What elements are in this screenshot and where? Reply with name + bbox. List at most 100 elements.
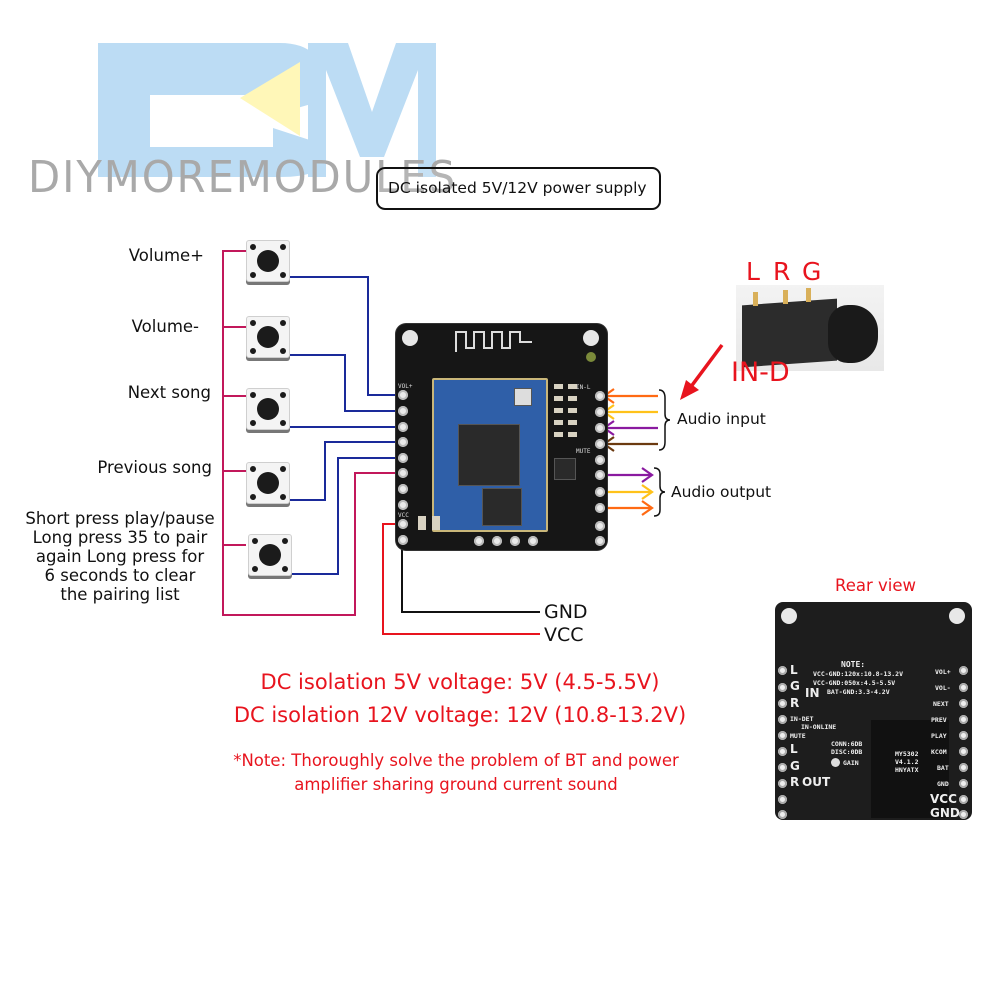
rear-pin	[778, 795, 787, 804]
label-play-pause: Short press play/pause Long press 35 to …	[22, 509, 218, 604]
jack-pin-r	[783, 290, 788, 304]
rear-label: GND	[937, 780, 949, 788]
rear-label: KCOM	[931, 748, 947, 756]
play-pause-line: again Long press for	[35, 547, 205, 566]
rear-model-line: MY5302	[895, 750, 919, 758]
smd-part	[432, 516, 440, 530]
rear-pin	[959, 779, 968, 788]
spec-12v: DC isolation 12V voltage: 12V (10.8-13.2…	[233, 703, 687, 727]
mounting-hole	[949, 608, 965, 624]
switch-leg	[250, 494, 256, 500]
pin-vcc	[398, 519, 408, 529]
gnd-label: GND	[544, 601, 588, 623]
play-pause-line: the pairing list	[60, 585, 180, 604]
rear-label: IN-ONLINE	[801, 723, 837, 731]
bottom-pad	[595, 536, 605, 546]
tact-switch-play-pause[interactable]	[248, 534, 292, 576]
rear-label: L	[790, 742, 798, 756]
pin-label: VOL+	[398, 383, 413, 390]
jack-pin-l	[753, 292, 758, 306]
smd-part	[568, 384, 577, 389]
smd-part	[418, 516, 426, 530]
switch-leg	[282, 566, 288, 572]
note-line-1: *Note: Thoroughly solve the problem of B…	[233, 751, 679, 770]
rear-gain-line: GAIN	[843, 759, 859, 767]
rear-pin	[959, 810, 968, 819]
audio-output-label: Audio output	[671, 483, 772, 501]
pin-label: IN-L	[576, 384, 591, 391]
audio-jack-barrel	[828, 305, 878, 363]
switch-cap	[257, 250, 279, 272]
smd-part	[554, 420, 563, 425]
brand-wordmark: DIYMOREMODULES	[28, 152, 458, 203]
jack-pin-g	[806, 288, 811, 302]
pin-mute	[595, 455, 605, 465]
note-line-2: amplifier sharing ground current sound	[294, 775, 618, 794]
play-pause-line: 6 seconds to clear	[44, 566, 196, 585]
smd-part	[568, 432, 577, 437]
rear-view-title: Rear view	[835, 576, 917, 595]
smd-part	[568, 408, 577, 413]
bottom-pad	[474, 536, 484, 546]
power-supply-callout: DC isolated 5V/12V power supply	[376, 167, 661, 210]
switch-leg	[282, 538, 288, 544]
amp-chip	[554, 458, 576, 480]
bluetooth-module	[432, 378, 548, 532]
rear-label: MUTE	[790, 732, 806, 740]
tact-switch-volume-down[interactable]	[246, 316, 290, 358]
pin-prev	[398, 437, 408, 447]
rear-gain-line: CONN:6DB	[831, 740, 863, 748]
switch-cap	[257, 398, 279, 420]
mounting-hole	[402, 330, 418, 346]
pin-in-d	[595, 439, 605, 449]
bottom-pad	[528, 536, 538, 546]
jack-label-g: G	[802, 257, 822, 286]
vcc-wire	[382, 523, 540, 635]
audio-input-wires	[602, 388, 658, 452]
label-volume-down: Volume-	[131, 317, 199, 336]
pin-in-r	[595, 423, 605, 433]
switch-leg	[280, 494, 286, 500]
tact-switch-previous-song[interactable]	[246, 462, 290, 504]
rear-note-line: BAT-GND:3.3-4.2V	[827, 688, 890, 696]
switch-leg	[280, 392, 286, 398]
rear-note-line: VCC-GND:120x:10.8-13.2V	[813, 670, 904, 678]
switch-cap	[257, 472, 279, 494]
pin-play	[398, 453, 408, 463]
switch-leg	[250, 392, 256, 398]
test-pad	[586, 352, 596, 362]
rear-pin	[778, 747, 787, 756]
tact-switch-next-song[interactable]	[246, 388, 290, 430]
pcb-antenna-icon	[455, 331, 532, 352]
rear-pin	[778, 763, 787, 772]
pin-next	[398, 422, 408, 432]
rear-pin	[778, 731, 787, 740]
switch-cap	[257, 326, 279, 348]
rear-label: R	[790, 775, 800, 789]
gain-jumper-icon	[831, 758, 840, 767]
rear-label: PREV	[931, 716, 947, 724]
rear-pin	[778, 666, 787, 675]
pin-gnd	[398, 500, 408, 510]
rear-pin	[778, 810, 787, 819]
rear-label: IN	[805, 686, 820, 700]
rear-label: IN-DET	[790, 715, 814, 723]
switch-cap	[259, 544, 281, 566]
rear-label: G	[790, 679, 800, 693]
rear-heatsink-pad	[871, 720, 949, 818]
tact-switch-volume-up[interactable]	[246, 240, 290, 282]
switch-leg	[280, 320, 286, 326]
switch-leg	[280, 272, 286, 278]
play-pause-line: Long press 35 to pair	[32, 528, 208, 547]
rear-note-line: VCC-GND:050x:4.5-5.5V	[813, 679, 896, 687]
jack-label-l: L	[746, 257, 760, 286]
rear-pin	[959, 795, 968, 804]
mounting-hole	[583, 330, 599, 346]
rear-pin	[959, 715, 968, 724]
jack-label-r: R	[773, 257, 791, 286]
smd-part	[554, 396, 563, 401]
switch-leg	[252, 566, 258, 572]
rear-label: R	[790, 696, 800, 710]
